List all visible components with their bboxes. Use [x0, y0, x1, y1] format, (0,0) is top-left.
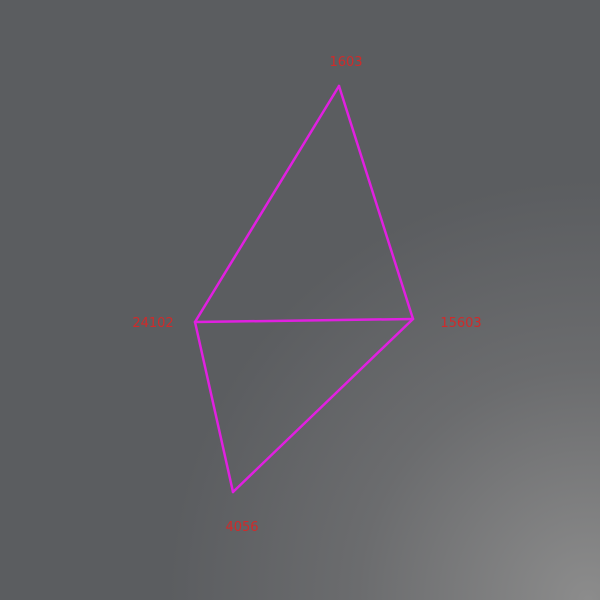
edge-1603-15603 [337, 84, 415, 321]
node-label-1603: 1603 [329, 55, 362, 70]
node-label-4056: 4056 [225, 520, 258, 535]
edges-layer [193, 84, 415, 494]
node-label-15603: 15603 [440, 316, 481, 331]
labels-layer: 1603 24102 15603 4056 [132, 55, 481, 535]
node-label-24102: 24102 [132, 316, 173, 331]
edge-1603-24102 [193, 84, 341, 324]
edge-24102-15603 [193, 317, 415, 324]
edge-15603-4056 [231, 317, 415, 494]
edge-24102-4056 [193, 320, 235, 494]
